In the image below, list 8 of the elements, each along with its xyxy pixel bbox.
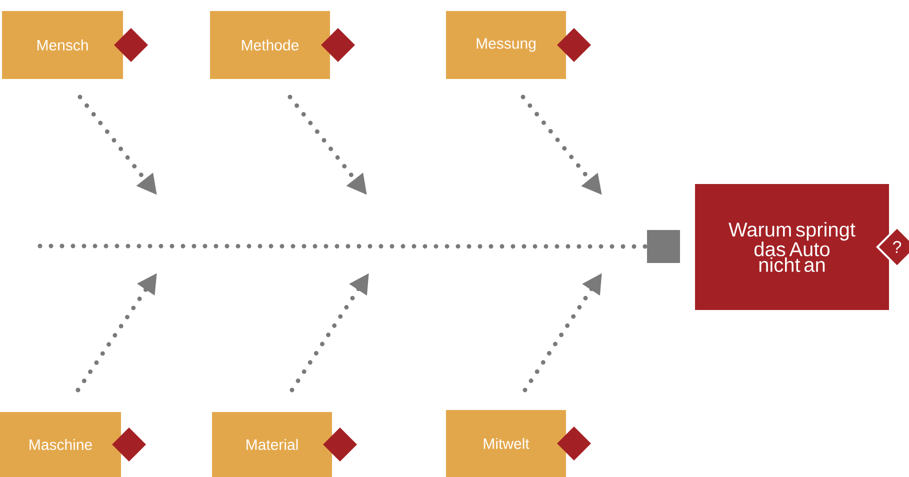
cause-box: Mensch (2, 11, 123, 79)
cause-box: Maschine (0, 412, 121, 477)
cause-box: Messung (446, 11, 566, 79)
spine-end-square (647, 230, 680, 263)
cause-box: Material (212, 412, 332, 477)
question-box: Warum springt das Auto nicht an (695, 184, 890, 310)
cause-box: Mitwelt (446, 410, 566, 477)
cause-box: Methode (210, 11, 330, 79)
